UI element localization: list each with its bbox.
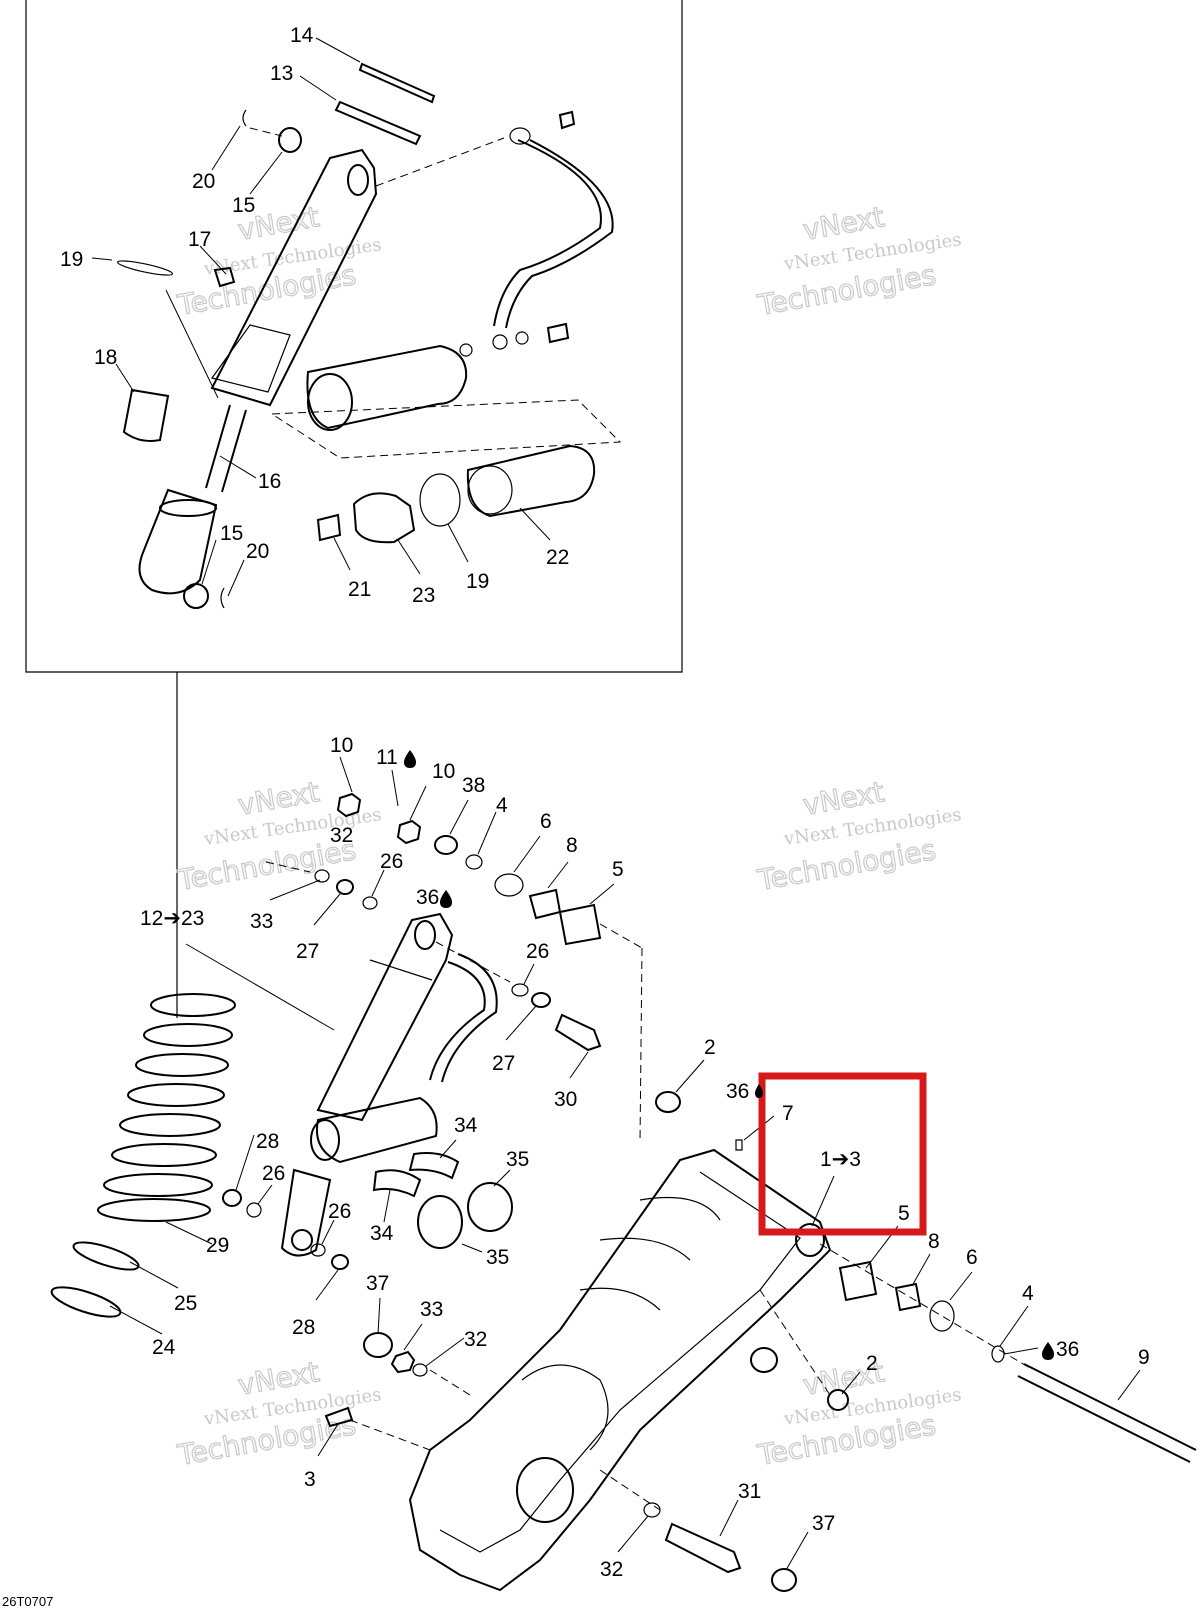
callout-37: 37 <box>366 1272 389 1295</box>
callout-16: 16 <box>258 470 281 493</box>
callout-31: 31 <box>738 1480 761 1503</box>
callout-36: 36 <box>726 1080 749 1103</box>
watermark-top-right: vNext vNext Technologies Technologies <box>754 200 963 323</box>
svg-text:Technologies: Technologies <box>755 833 939 897</box>
callout-28: 28 <box>292 1316 315 1339</box>
callout-32: 32 <box>330 824 353 847</box>
drop-icon <box>755 1084 763 1098</box>
callout-15: 15 <box>220 522 243 545</box>
callout-24: 24 <box>152 1336 176 1359</box>
callout-1-3: 1➔3 <box>820 1148 861 1171</box>
svg-text:vNext: vNext <box>800 775 886 822</box>
drop-icon <box>404 750 416 768</box>
callout-4: 4 <box>1022 1282 1034 1305</box>
callout-4: 4 <box>496 794 508 817</box>
callout-27: 27 <box>492 1052 515 1075</box>
callout-25: 25 <box>174 1292 197 1315</box>
callout-27: 27 <box>296 940 319 963</box>
callout-35: 35 <box>506 1148 529 1171</box>
callout-34: 34 <box>370 1222 394 1245</box>
callout-13: 13 <box>270 62 293 85</box>
highlight-box <box>758 1072 927 1236</box>
callout-10: 10 <box>330 734 353 757</box>
inset-shock-drawing <box>116 62 622 609</box>
callout-22: 22 <box>546 546 569 569</box>
callout-7: 7 <box>782 1102 794 1125</box>
watermark-middle-right: vNext vNext Technologies Technologies <box>754 775 963 898</box>
callout-8: 8 <box>928 1230 940 1253</box>
callout-5: 5 <box>898 1202 910 1225</box>
drop-icon <box>440 890 452 908</box>
callout-2: 2 <box>704 1036 716 1059</box>
callout-19: 19 <box>466 570 489 593</box>
callout-32: 32 <box>464 1328 487 1351</box>
callout-34: 34 <box>454 1114 478 1137</box>
callout-20: 20 <box>246 540 269 563</box>
callout-21: 21 <box>348 578 371 601</box>
watermark-bottom-left: vNext vNext Technologies Technologies <box>174 1355 383 1473</box>
callout-6: 6 <box>540 810 552 833</box>
callout-labels: 14 13 20 15 17 19 18 16 15 20 21 23 19 2… <box>60 24 1150 1581</box>
spring-coil <box>97 993 236 1222</box>
watermark-top-left: vNext vNext Technologies Technologies <box>174 200 383 323</box>
callout-3: 3 <box>304 1468 316 1491</box>
callout-35: 35 <box>486 1246 509 1269</box>
callout-26: 26 <box>380 850 403 873</box>
callout-36: 36 <box>1056 1338 1079 1361</box>
callout-10: 10 <box>432 760 455 783</box>
callout-5: 5 <box>612 858 624 881</box>
callout-32: 32 <box>600 1558 623 1581</box>
callout-12-23: 12➔23 <box>140 907 204 930</box>
callout-38: 38 <box>462 774 485 797</box>
watermark-bottom-right: vNext vNext Technologies Technologies <box>754 1355 963 1473</box>
callout-37: 37 <box>812 1512 835 1535</box>
inset-frame <box>25 0 683 1018</box>
callout-8: 8 <box>566 834 578 857</box>
callout-29: 29 <box>206 1234 229 1257</box>
callout-26: 26 <box>262 1162 285 1185</box>
callout-33: 33 <box>420 1298 443 1321</box>
callout-28: 28 <box>256 1130 279 1153</box>
callout-26: 26 <box>526 940 549 963</box>
callout-18: 18 <box>94 346 117 369</box>
callout-15: 15 <box>232 194 255 217</box>
callout-23: 23 <box>412 584 435 607</box>
callout-6: 6 <box>966 1246 978 1269</box>
callout-26: 26 <box>328 1200 351 1223</box>
callout-20: 20 <box>192 170 215 193</box>
callout-30: 30 <box>554 1088 577 1111</box>
drawing-code: 26T0707 <box>2 1594 53 1609</box>
lubricant-drop-icons <box>404 750 1054 1360</box>
callout-19: 19 <box>60 248 83 271</box>
main-swingarm-drawing <box>50 792 1197 1592</box>
drop-icon <box>1042 1342 1054 1360</box>
callout-17: 17 <box>188 228 211 251</box>
callout-36: 36 <box>416 886 439 909</box>
leader-lines <box>91 37 1141 1571</box>
svg-text:vNext: vNext <box>800 200 886 247</box>
callout-2: 2 <box>866 1352 878 1375</box>
callout-9: 9 <box>1138 1346 1150 1369</box>
callout-14: 14 <box>290 24 314 47</box>
svg-text:Technologies: Technologies <box>755 258 939 322</box>
callout-33: 33 <box>250 910 273 933</box>
callout-11: 11 <box>376 746 398 769</box>
